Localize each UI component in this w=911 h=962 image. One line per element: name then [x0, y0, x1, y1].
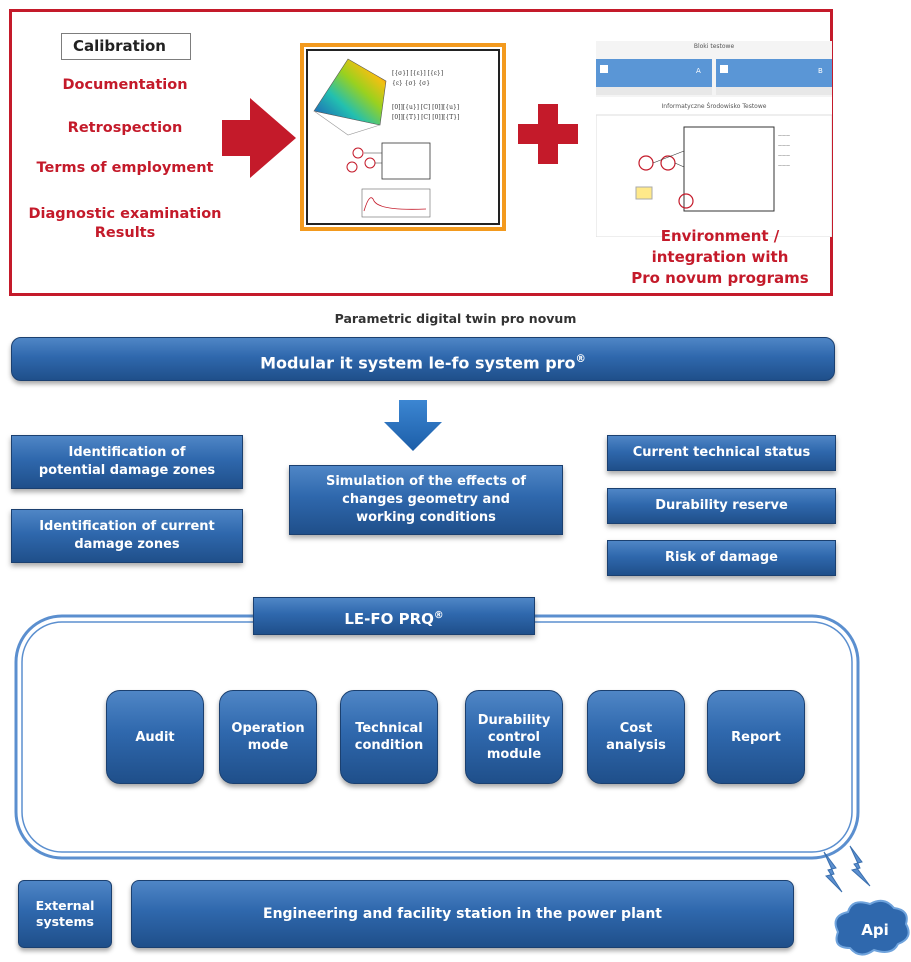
app-subheading: Informatyczne Środowisko Testowe	[661, 103, 767, 110]
module-report-line-1: Report	[731, 729, 781, 745]
module-cost-analysis: Cost analysis	[587, 690, 685, 784]
module-audit-line-1: Audit	[135, 729, 175, 745]
retrospection-label: Retrospection	[67, 120, 183, 136]
registered-mark: ®	[575, 353, 586, 365]
module-durability-line-2: control	[488, 729, 540, 745]
documentation-label: Documentation	[62, 77, 188, 93]
simulation-line-3: working conditions	[356, 510, 496, 525]
svg-text:———: ———	[778, 163, 790, 168]
application-screenshot-graphic: ——— ——— ——— ———	[595, 41, 833, 238]
svg-text:———: ———	[778, 143, 790, 148]
simulation-effects-box: Simulation of the effects of changes geo…	[289, 465, 563, 535]
simulation-graphic: [{σ}] [{ε}] [{ε}] {ε} {σ} {σ} [0]][{u}] …	[313, 58, 459, 218]
potential-damage-line-1: Identification of	[68, 445, 186, 460]
svg-text:———: ———	[778, 153, 790, 158]
current-damage-line-2: damage zones	[74, 537, 180, 552]
svg-text:[0]][{u}] [C] [0]][{u}]: [0]][{u}] [C] [0]][{u}]	[392, 104, 459, 111]
calibration-box: Calibration	[61, 33, 191, 60]
svg-text:[0]][{T}] [C] [0]][{T}]: [0]][{T}] [C] [0]][{T}]	[392, 114, 459, 121]
module-operation-line-2: mode	[247, 738, 289, 753]
external-line-1: External	[35, 898, 95, 913]
module-durability-line-3: module	[486, 746, 542, 762]
current-damage-line-1: Identification of current	[39, 519, 215, 534]
module-technical-line-1: Technical	[355, 721, 423, 736]
module-operation-line-1: Operation	[231, 721, 305, 736]
prq-title-box: LE-FO PRQ®	[253, 597, 535, 635]
svg-text:{ε} {σ} {σ}: {ε} {σ} {σ}	[392, 80, 430, 87]
module-durability-control: Durability control module	[465, 690, 563, 784]
environment-line-3: Pro novum programs	[631, 269, 809, 287]
module-audit: Audit	[106, 690, 204, 784]
svg-text:[{σ}] [{ε}] [{ε}]: [{σ}] [{ε}] [{ε}]	[392, 70, 443, 77]
lightning-icon	[849, 845, 871, 887]
current-technical-status-box: Current technical status	[607, 435, 836, 471]
module-operation-mode: Operation mode	[219, 690, 317, 784]
potential-damage-line-2: potential damage zones	[38, 463, 216, 478]
environment-line-1: Environment /	[660, 227, 780, 245]
application-screenshot: ——— ——— ——— ——— Bloki testowe A B Inform…	[595, 41, 833, 238]
external-line-2: systems	[36, 914, 94, 929]
risk-of-damage-box: Risk of damage	[607, 540, 836, 576]
environment-integration-label: Environment / integration with Pro novum…	[600, 226, 840, 289]
modular-system-bar: Modular it system le-fo system pro®	[11, 337, 835, 381]
external-systems-box: External systems	[18, 880, 112, 948]
module-cost-line-1: Cost	[619, 721, 653, 736]
module-report: Report	[707, 690, 805, 784]
diagram-caption: Parametric digital twin pro novum	[334, 311, 577, 326]
potential-damage-zones-box: Identification of potential damage zones	[11, 435, 243, 489]
module-technical-line-2: condition	[354, 738, 424, 753]
diagnostic-results-label: Diagnostic examination Results	[20, 205, 230, 243]
current-damage-zones-box: Identification of current damage zones	[11, 509, 243, 563]
lightning-icon	[823, 851, 843, 893]
simulation-line-2: changes geometry and	[342, 492, 510, 507]
api-label: Api	[861, 921, 889, 939]
durability-reserve-box: Durability reserve	[607, 488, 836, 524]
app-heading: Bloki testowe	[693, 43, 735, 50]
svg-text:———: ———	[778, 133, 790, 138]
modular-system-text: Modular it system le-fo system pro	[260, 353, 576, 373]
module-durability-line-1: Durability	[477, 712, 551, 728]
app-tile-b: B	[818, 67, 823, 75]
environment-line-2: integration with	[651, 248, 789, 266]
terms-of-employment-label: Terms of employment	[36, 160, 214, 176]
app-tile-a: A	[696, 67, 701, 75]
module-cost-line-2: analysis	[606, 738, 666, 753]
diagnostic-label-text: Diagnostic examination Results	[28, 206, 222, 241]
engineering-station-bar: Engineering and facility station in the …	[131, 880, 794, 948]
prq-title-text: LE-FO PRQ	[344, 610, 434, 628]
prq-registered-mark: ®	[433, 610, 444, 621]
simulation-line-1: Simulation of the effects of	[325, 474, 527, 489]
simulation-thumbnail: [{σ}] [{ε}] [{ε}] {ε} {σ} {σ} [0]][{u}] …	[306, 49, 500, 225]
module-technical-condition: Technical condition	[340, 690, 438, 784]
down-arrow-icon	[384, 400, 442, 451]
